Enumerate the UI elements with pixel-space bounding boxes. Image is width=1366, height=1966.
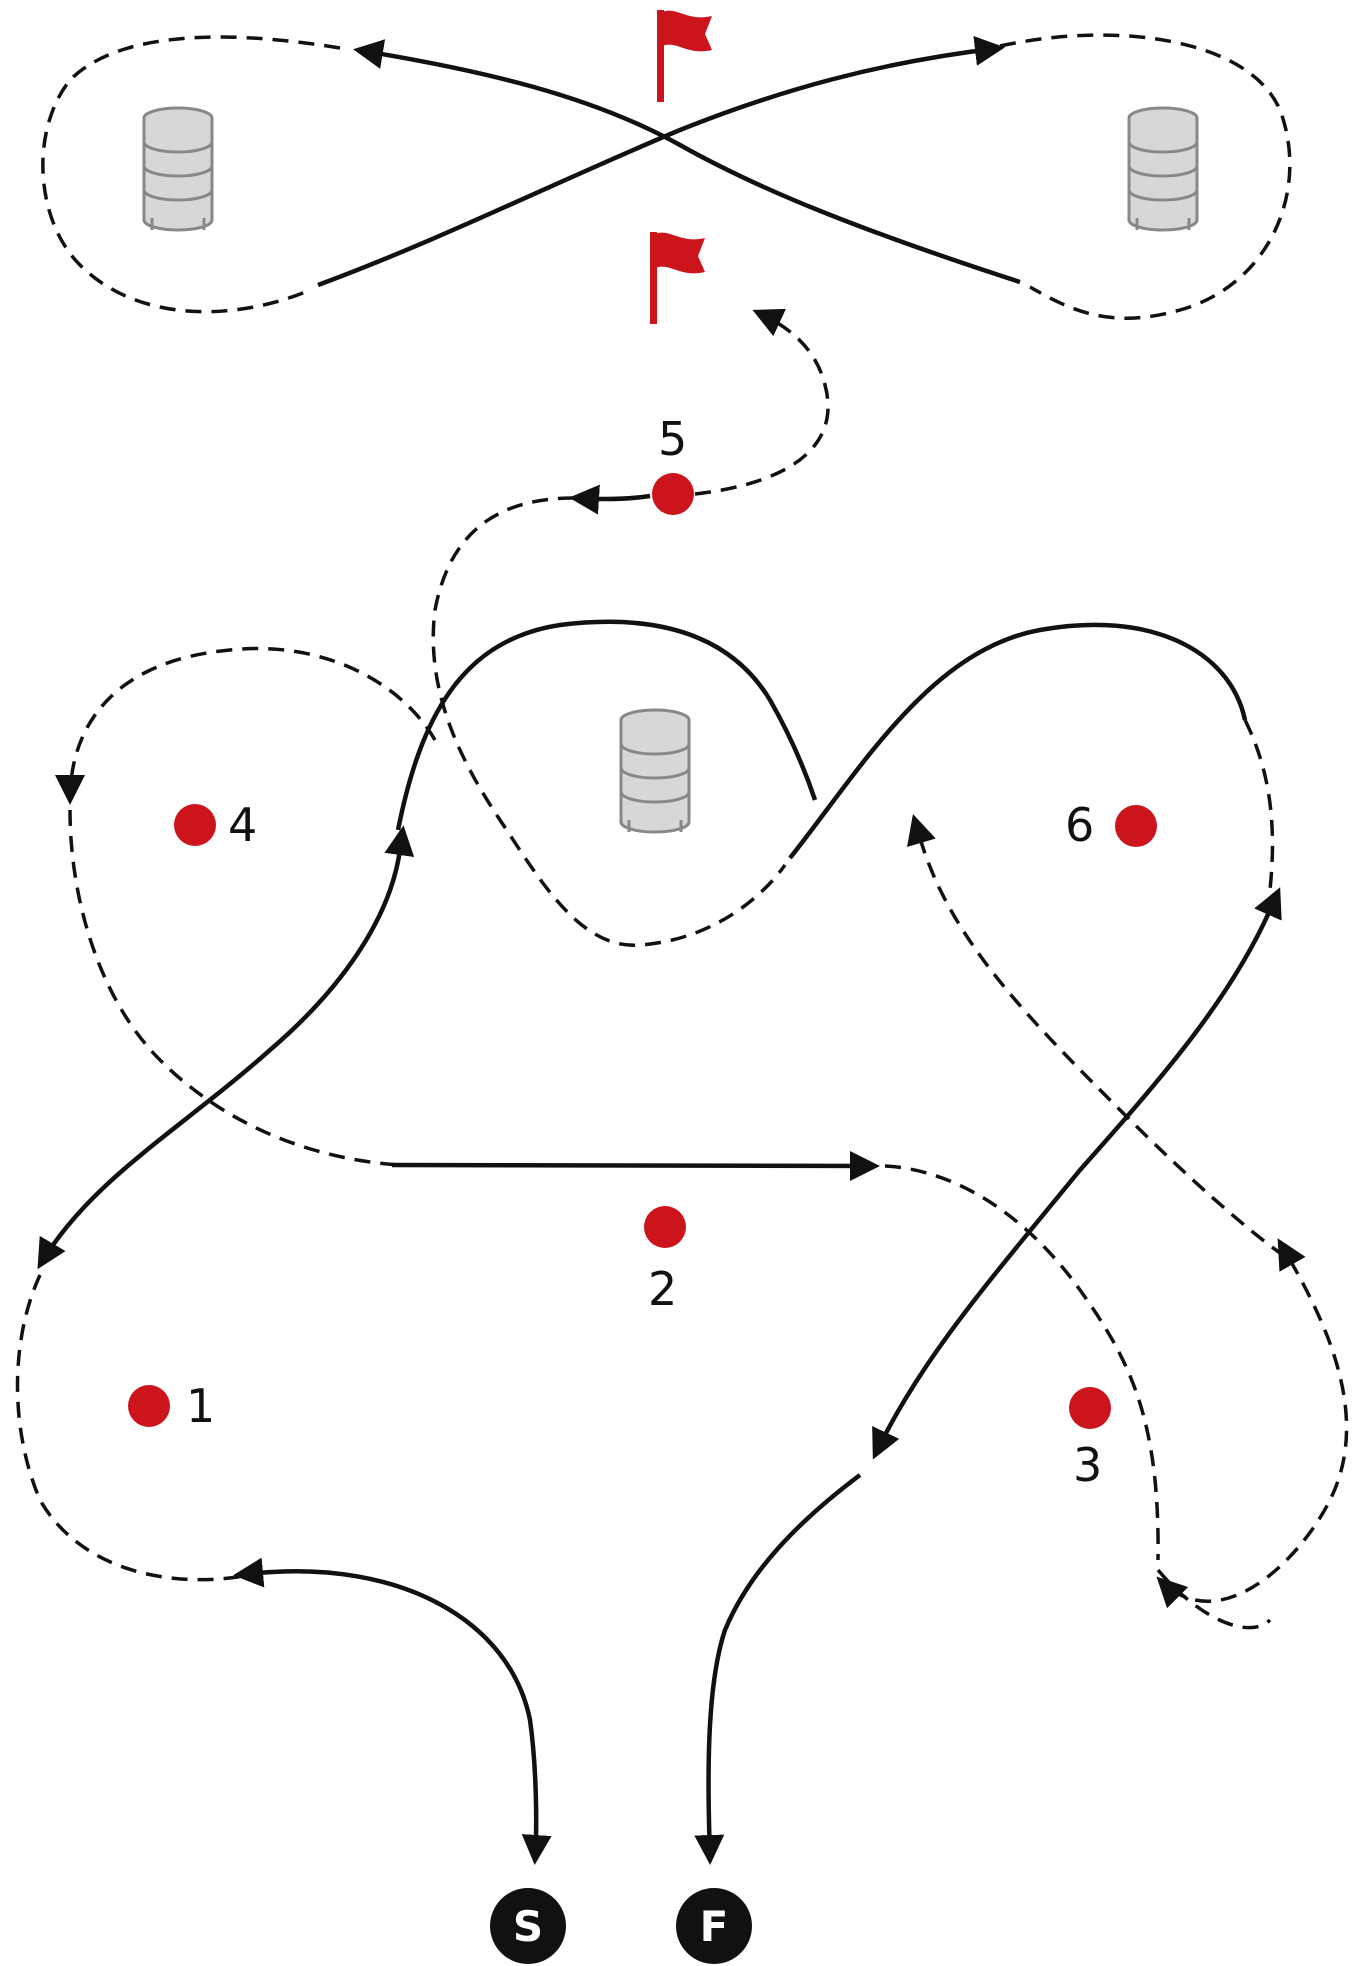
cone-marker: [174, 804, 216, 846]
cone-4: 4: [174, 798, 257, 852]
path-solid-mid-hump-right: [788, 622, 1248, 860]
path-dash-left-lower-loop: [15, 1274, 251, 1582]
finish-marker: F: [676, 1888, 752, 1964]
path-solid-cone5-left: [569, 484, 651, 515]
barrel-icon: [1127, 106, 1199, 232]
cone-label: 3: [1073, 1438, 1102, 1492]
path-solid-center-arch: [395, 619, 818, 831]
cone-marker: [652, 473, 694, 515]
path-dash-right-lower-hook: [1156, 1238, 1349, 1609]
path-solid-right-cross: [872, 887, 1282, 1460]
cone-label: 2: [648, 1262, 677, 1316]
cone-marker: [128, 1385, 170, 1427]
cone-6: 6: [1065, 798, 1157, 852]
cone-5: 5: [652, 412, 694, 515]
start-marker: S: [490, 1888, 566, 1964]
path-solid-start-return: [233, 1557, 552, 1865]
flag-icon: [650, 232, 705, 324]
figure-eight-paths: [41, 33, 1292, 320]
path-solid-left-cross: [37, 825, 415, 1270]
cone-label: 4: [228, 798, 257, 852]
path-dash-cone5-down: [431, 496, 787, 947]
path-dash-around-barrel: [55, 646, 437, 805]
cone-label: 5: [658, 412, 687, 466]
path-dash-arch-down-right: [907, 814, 1291, 1262]
path-dash-left-loop: [41, 35, 341, 314]
cone-marker: [1069, 1387, 1111, 1429]
flag-icon: [657, 10, 712, 102]
path-dash-left-down: [68, 809, 401, 1167]
cone-3: 3: [1069, 1387, 1111, 1492]
start-label: S: [513, 1902, 543, 1951]
lower-paths: [15, 825, 1349, 1865]
path-solid-horiz-to-2: [391, 1150, 880, 1181]
cone-marker: [644, 1206, 686, 1248]
cone-2: 2: [644, 1206, 686, 1316]
cone-label: 1: [186, 1379, 215, 1433]
cone-1: 1: [128, 1379, 215, 1433]
cone-marker: [1115, 805, 1157, 847]
finish-label: F: [700, 1902, 729, 1951]
path-dash-right-side: [1243, 719, 1275, 891]
path-solid-cross-b: [317, 36, 1005, 288]
path-dash-flag-to-cone5: [694, 308, 830, 496]
barrel-icon: [142, 106, 214, 232]
path-solid-to-finish: [694, 1473, 862, 1865]
cone-label: 6: [1065, 798, 1094, 852]
path-dash-lower-loop-close: [1156, 1568, 1272, 1630]
barrel-icon: [619, 708, 691, 834]
path-solid-cross-a: [353, 39, 1021, 285]
path-dash-right-loop: [999, 33, 1292, 320]
